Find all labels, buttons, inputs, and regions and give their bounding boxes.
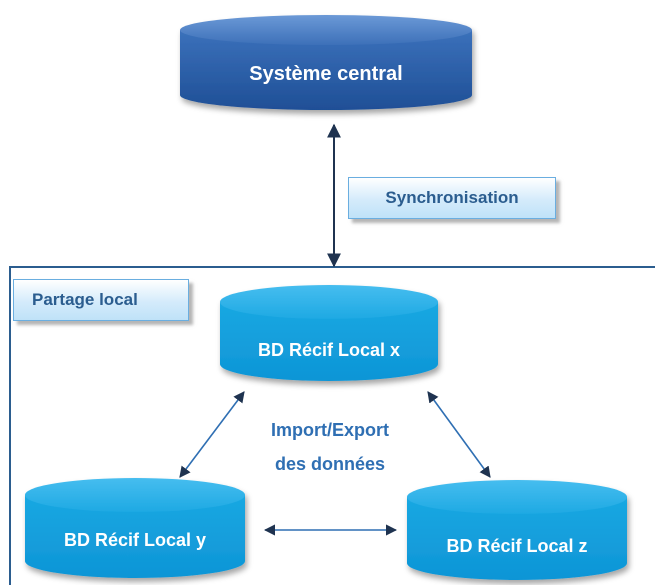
- sync-label-box: Synchronisation: [348, 177, 556, 219]
- exchange-label-line1: Import/Export: [270, 420, 389, 440]
- sync-label: Synchronisation: [385, 188, 519, 207]
- exchange-label-line2: des données: [274, 454, 386, 474]
- db-local-x-label: BD Récif Local x: [257, 340, 401, 360]
- db-local-y-cylinder: [25, 478, 245, 578]
- local-share-label: Partage local: [32, 290, 138, 309]
- central-system-cylinder: [180, 15, 472, 110]
- local-share-label-box: Partage local: [13, 279, 189, 321]
- db-local-y-label: BD Récif Local y: [63, 530, 207, 550]
- arrow-x-z: [427, 391, 491, 478]
- central-system-label: Système central: [249, 63, 403, 85]
- db-local-z-label: BD Récif Local z: [446, 536, 588, 556]
- db-local-z-cylinder: [407, 480, 627, 580]
- arrow-x-y: [179, 391, 245, 478]
- local-share-frame: [9, 266, 655, 585]
- db-local-x-cylinder: [220, 285, 438, 381]
